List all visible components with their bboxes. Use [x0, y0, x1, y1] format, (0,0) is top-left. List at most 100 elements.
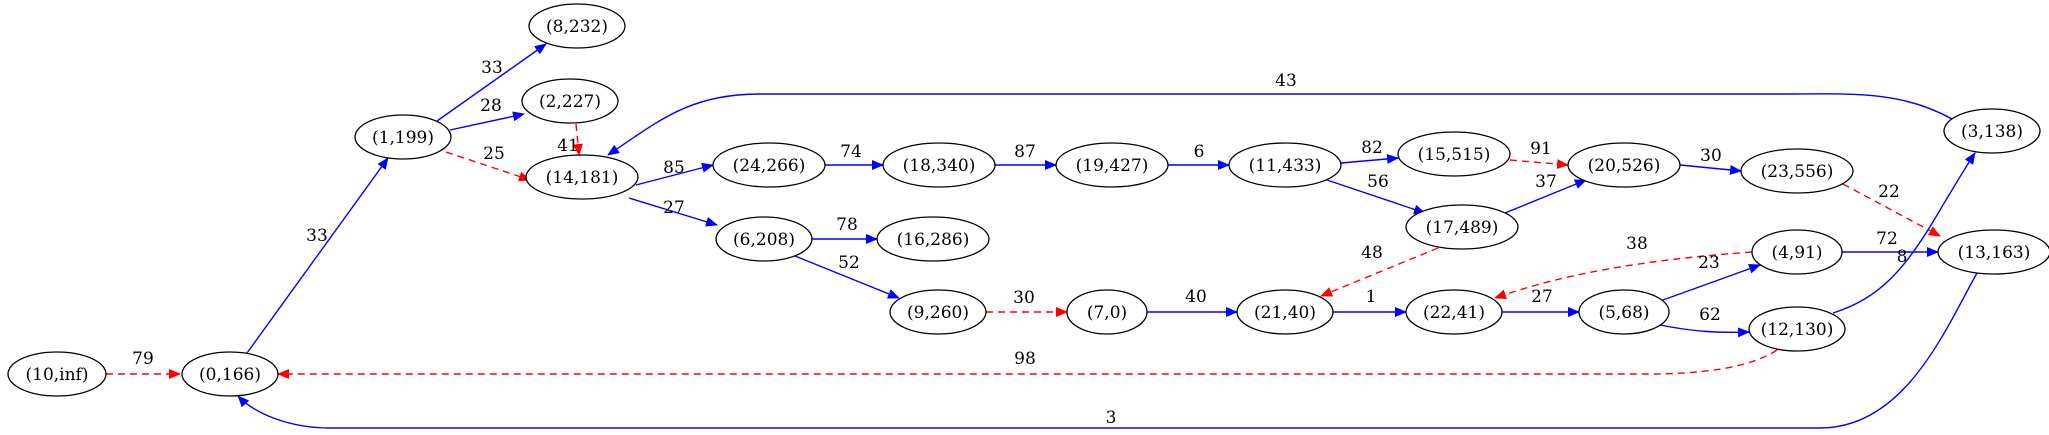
edge-weight-label: 91: [1530, 139, 1552, 159]
node-label: (24,266): [733, 156, 806, 176]
edge-6-to-16: 78: [812, 215, 878, 244]
node-23: (23,556): [1740, 148, 1854, 194]
node-ellipse: [1397, 131, 1511, 177]
node-17: (17,489): [1405, 204, 1519, 250]
edge-4-to-13: 72: [1842, 229, 1939, 257]
edge-7-to-21: 40: [1147, 287, 1238, 317]
edge-weight-label: 23: [1698, 253, 1720, 273]
node-label: (19,427): [1076, 156, 1149, 176]
node-ellipse: [1228, 142, 1342, 188]
edge-weight-label: 33: [306, 226, 328, 246]
edge-21-to-22: 1: [1333, 287, 1407, 317]
node-ellipse: [7, 351, 107, 397]
node-1: (1,199): [354, 114, 452, 160]
node-ellipse: [181, 351, 279, 397]
node-label: (18,340): [903, 156, 976, 176]
edge-line: [1659, 324, 1750, 338]
node-10: (10,inf): [7, 351, 107, 397]
edge-12-to-3: 8: [1832, 152, 1976, 314]
node-ellipse: [1405, 289, 1503, 335]
edge-weight-label: 3: [1106, 408, 1117, 428]
node-label: (9,260): [907, 303, 969, 323]
edge-weight-label: 38: [1626, 234, 1648, 254]
node-2: (2,227): [521, 78, 619, 124]
edge-line: [445, 151, 531, 182]
node-15: (15,515): [1397, 131, 1511, 177]
node-label: (5,68): [1598, 303, 1649, 323]
edge-15-to-20: 91: [1509, 139, 1569, 170]
edge-0-to-1: 33: [246, 157, 389, 354]
edge-9-to-7: 30: [986, 288, 1068, 317]
node-ellipse: [1740, 148, 1854, 194]
edge-weight-label: 27: [1531, 287, 1553, 307]
edge-weight-label: 30: [1013, 288, 1035, 308]
node-6: (6,208): [715, 216, 813, 262]
edge-weight-label: 37: [1535, 172, 1557, 192]
node-5: (5,68): [1578, 289, 1670, 335]
edge-weight-label: 41: [557, 136, 579, 156]
node-9: (9,260): [889, 289, 987, 335]
node-4: (4,91): [1751, 229, 1843, 275]
edge-23-to-13: 22: [1842, 182, 1941, 237]
node-label: (1,199): [372, 128, 434, 148]
edge-line: [436, 43, 547, 122]
node-label: (16,286): [897, 230, 970, 250]
edge-22-to-5: 27: [1502, 287, 1580, 317]
node-label: (14,181): [546, 168, 619, 188]
edge-weight-label: 30: [1700, 146, 1722, 166]
node-12: (12,130): [1748, 306, 1846, 352]
node-ellipse: [1578, 289, 1670, 335]
node-ellipse: [1405, 204, 1519, 250]
edge-line: [635, 162, 714, 186]
edge-17-to-20: 37: [1504, 172, 1587, 214]
node-11: (11,433): [1228, 142, 1342, 188]
nodes: (10,inf)(0,166)(1,199)(8,232)(2,227)(14,…: [7, 3, 2049, 397]
edge-line: [449, 111, 525, 131]
edge-line: [1662, 264, 1761, 301]
node-label: (17,489): [1426, 218, 1499, 238]
edge-1-to-8: 33: [436, 43, 547, 122]
node-14: (14,181): [525, 154, 639, 200]
edge-weight-label: 28: [480, 96, 502, 116]
node-label: (4,91): [1771, 243, 1822, 263]
edge-weight-label: 98: [1014, 349, 1036, 369]
edge-weight-label: 85: [663, 158, 685, 178]
edge-line: [277, 349, 1778, 379]
node-18: (18,340): [882, 142, 996, 188]
edge-6-to-9: 52: [794, 253, 900, 299]
node-ellipse: [1567, 142, 1681, 188]
edge-weight-label: 6: [1194, 142, 1205, 162]
edge-14-to-24: 85: [635, 158, 714, 186]
node-label: (13,163): [1958, 243, 2031, 263]
node-label: (20,526): [1588, 156, 1661, 176]
edge-weight-label: 22: [1878, 182, 1900, 202]
node-20: (20,526): [1567, 142, 1681, 188]
edge-weight-label: 78: [836, 215, 858, 235]
edge-19-to-11: 6: [1168, 142, 1230, 170]
node-label: (2,227): [539, 92, 601, 112]
edge-weight-label: 8: [1897, 247, 1908, 267]
node-8: (8,232): [528, 3, 626, 49]
node-16: (16,286): [876, 216, 990, 262]
node-label: (22,41): [1423, 303, 1485, 323]
edge-line: [628, 197, 718, 227]
edge-weight-label: 87: [1014, 142, 1036, 162]
edge-line: [1509, 159, 1569, 170]
edge-weight-label: 1: [1366, 287, 1377, 307]
node-label: (8,232): [546, 17, 608, 37]
node-ellipse: [1751, 229, 1843, 275]
edge-5-to-4: 23: [1662, 253, 1761, 301]
edge-weight-label: 72: [1876, 229, 1898, 249]
edge-line: [1832, 152, 1976, 314]
edge-line: [1340, 153, 1399, 164]
edge-11-to-15: 82: [1340, 138, 1399, 164]
edge-line: [246, 157, 389, 354]
node-ellipse: [882, 142, 996, 188]
edge-line: [237, 272, 1978, 429]
edge-18-to-19: 87: [995, 142, 1057, 170]
edge-weight-label: 56: [1367, 172, 1389, 192]
node-label: (12,130): [1761, 320, 1834, 340]
node-13: (13,163): [1937, 229, 2049, 275]
edge-24-to-18: 74: [825, 142, 884, 170]
edge-line: [1504, 179, 1587, 214]
